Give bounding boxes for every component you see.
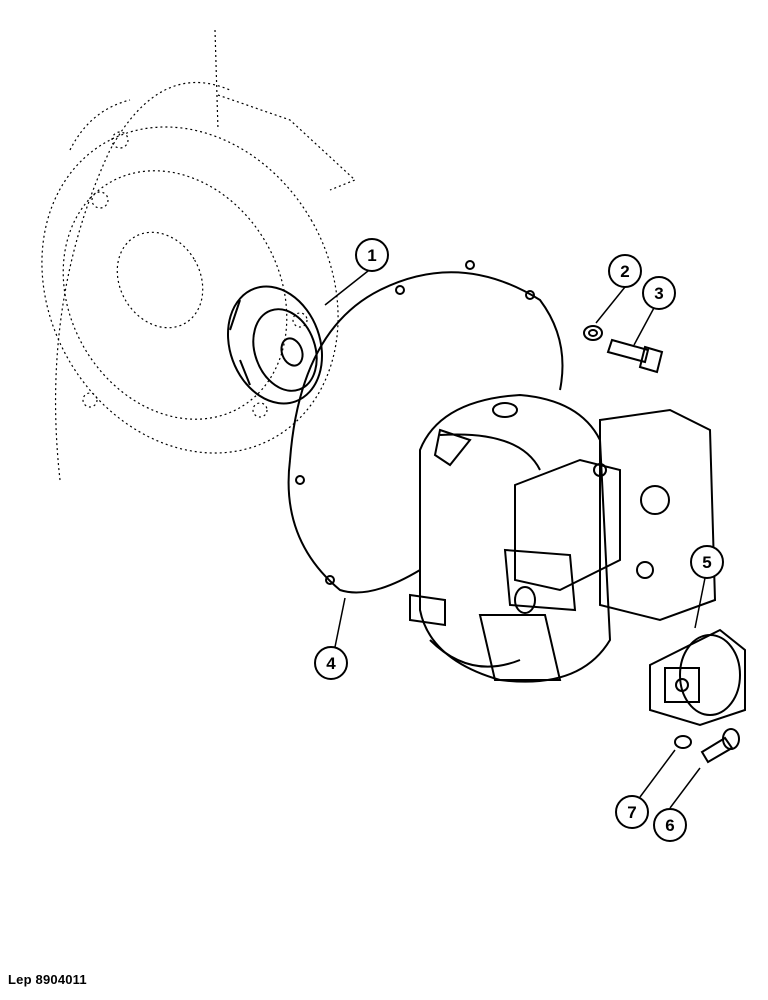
svg-text:5: 5 (702, 553, 711, 572)
coupling-part-1 (226, 285, 324, 405)
callout-4: 4 (314, 646, 348, 680)
washer-part-7 (674, 735, 692, 749)
callout-6: 6 (653, 808, 687, 842)
bolt-part-3 (606, 338, 664, 374)
callout-1: 1 (355, 238, 389, 272)
callout-5: 5 (690, 545, 724, 579)
svg-text:3: 3 (654, 284, 663, 303)
svg-text:4: 4 (326, 654, 336, 673)
hydraulic-pump-assembly (409, 393, 717, 683)
reference-code: Lep 8904011 (8, 972, 87, 987)
leader-lines (324, 270, 706, 809)
gear-pump-part-5 (649, 628, 746, 727)
washer-part-2 (583, 325, 603, 341)
svg-text:6: 6 (665, 816, 674, 835)
svg-text:1: 1 (367, 246, 376, 265)
engine-flywheel-outline (41, 29, 357, 481)
callout-2: 2 (608, 254, 642, 288)
svg-text:7: 7 (627, 803, 636, 822)
svg-text:2: 2 (620, 262, 629, 281)
bellhousing-part-4 (287, 260, 564, 594)
callout-3: 3 (642, 276, 676, 310)
callout-7: 7 (615, 795, 649, 829)
bolt-part-6 (700, 728, 740, 764)
